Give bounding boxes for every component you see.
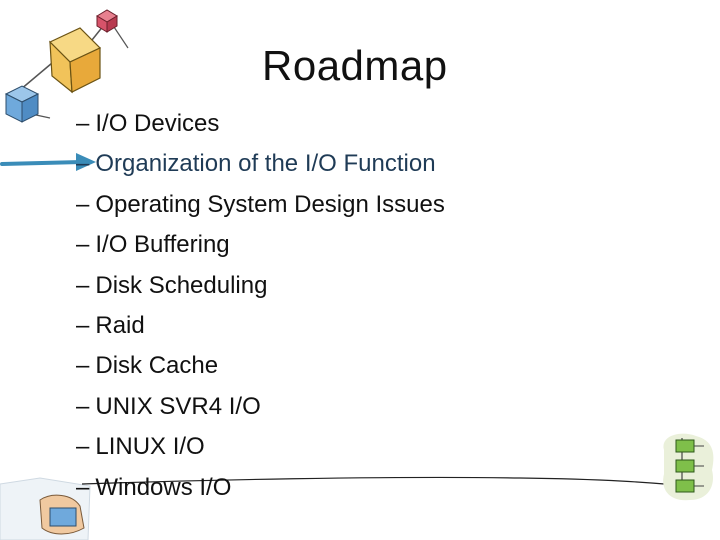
roadmap-item-label: LINUX I/O	[95, 433, 205, 461]
flowchart-clipart	[663, 433, 714, 501]
slide-title: Roadmap	[262, 42, 448, 89]
roadmap-item: –LINUX I/O	[76, 427, 445, 467]
divider-line	[81, 476, 709, 489]
roadmap-list: –I/O Devices –Organization of the I/O Fu…	[76, 104, 445, 508]
roadmap-item: –I/O Devices	[76, 104, 445, 144]
roadmap-item: –Disk Scheduling	[76, 266, 445, 306]
bullet-marker: –	[76, 473, 90, 501]
hand-holding-card-clipart	[0, 477, 91, 540]
bullet-marker: –	[76, 312, 90, 340]
roadmap-item-label: Raid	[95, 312, 145, 340]
roadmap-item: –I/O Buffering	[76, 225, 445, 265]
roadmap-item-label: UNIX SVR4 I/O	[95, 392, 261, 420]
roadmap-item-label: Disk Scheduling	[95, 271, 268, 299]
roadmap-item-label: Windows I/O	[95, 473, 232, 501]
roadmap-item: –Operating System Design Issues	[76, 185, 445, 225]
bullet-marker: –	[76, 231, 90, 259]
bullet-marker: –	[76, 271, 90, 299]
bullet-marker: –	[76, 190, 90, 218]
roadmap-item-label: Operating System Design Issues	[95, 190, 445, 218]
bullet-marker: –	[76, 392, 90, 420]
bullet-marker: –	[76, 433, 90, 461]
roadmap-item-label: I/O Buffering	[95, 231, 230, 259]
roadmap-item-label: I/O Devices	[95, 110, 220, 137]
roadmap-item: –Windows I/O	[76, 468, 445, 508]
roadmap-item-current: –Organization of the I/O Function	[76, 144, 445, 184]
network-cubes-clipart	[4, 9, 129, 123]
roadmap-item: –UNIX SVR4 I/O	[76, 387, 445, 427]
roadmap-item-label: Disk Cache	[95, 352, 219, 380]
bullet-marker: –	[76, 150, 90, 178]
bullet-marker: –	[76, 352, 90, 380]
bullet-marker: –	[76, 110, 90, 137]
pointer-arrow-icon	[0, 153, 96, 171]
roadmap-item: –Disk Cache	[76, 346, 445, 386]
roadmap-item: –Raid	[76, 306, 445, 346]
roadmap-item-label: Organization of the I/O Function	[95, 150, 436, 178]
